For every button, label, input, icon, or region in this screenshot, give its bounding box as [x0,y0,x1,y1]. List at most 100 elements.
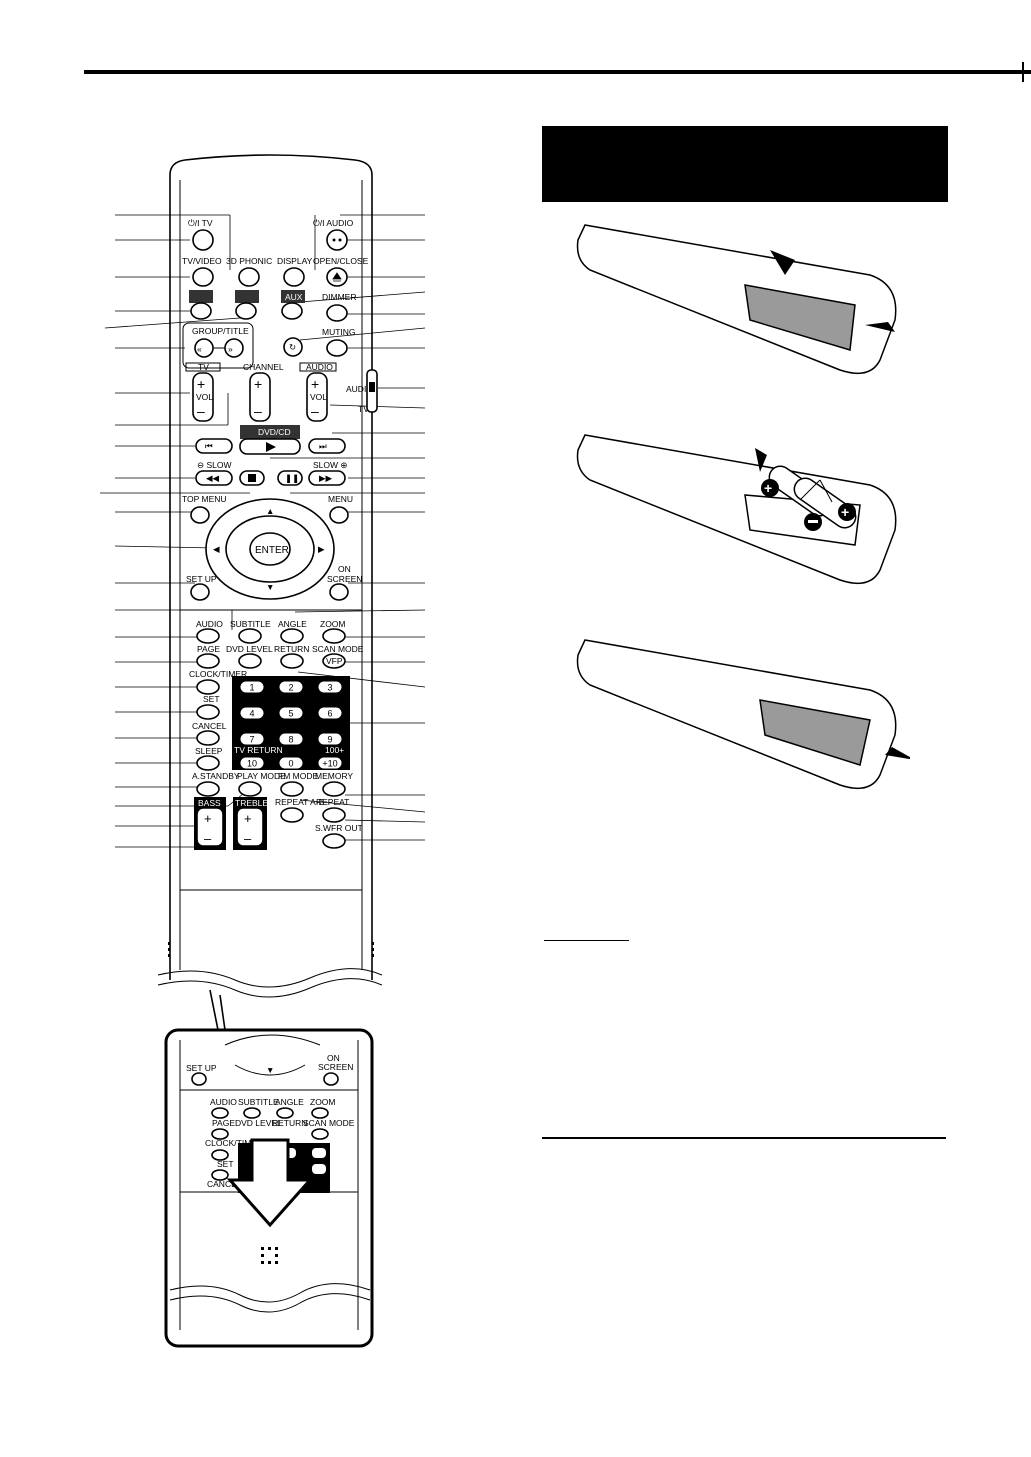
polarity-leader [819,479,833,503]
keypad-key-8[interactable] [278,732,304,746]
tv-return-label: TV RETURN [234,745,283,755]
cancel-button[interactable] [196,730,220,746]
speaker-grille-icon [261,1247,278,1264]
callout-subtitle-button [243,1107,261,1119]
keypad-key-9[interactable] [317,732,343,746]
keypad-key-10[interactable] [239,756,265,770]
rewind-button[interactable] [195,470,233,486]
section-title-box [542,126,948,202]
pause-button[interactable] [277,470,303,486]
callout-down-arrow-icon: ▼ [266,1065,274,1075]
return-button[interactable] [280,653,304,669]
aux-button[interactable] [281,302,303,320]
bass-rocker[interactable] [196,807,224,847]
keypad-key-6[interactable] [317,706,343,720]
a-standby-label: A.STANDBY [192,771,240,781]
skip-forward-button[interactable] [308,438,346,454]
keypad-key-label: 2 [288,683,293,693]
source-button-2[interactable] [235,302,257,320]
swfr-out-button[interactable] [322,833,346,849]
display-button[interactable] [283,267,305,287]
keypad-key-7[interactable] [239,732,265,746]
tv-video-button[interactable] [192,267,214,287]
memory-button[interactable] [322,781,346,797]
audio-volume-rocker[interactable] [306,372,328,422]
subtitle-button[interactable] [238,628,262,644]
callout-clock-timer-label: CLOCK/TIMER [205,1138,263,1148]
aux-label: AUX [285,292,303,302]
sleep-label: SLEEP [195,746,223,756]
play-mode-button[interactable] [238,781,262,797]
power-tv-button[interactable] [192,229,214,251]
callout-angle-label: ANGLE [275,1097,304,1107]
dvd-level-button[interactable] [238,653,262,669]
grip-dots [168,942,374,957]
right-arrow-icon[interactable]: ▶ [318,544,325,554]
keypad-key-0[interactable] [278,756,304,770]
skip-back-icon: ⏮ [205,441,213,451]
phonic-button[interactable] [238,267,260,287]
skip-forward-icon: ⏭ [319,441,327,451]
enter-button[interactable] [249,532,291,566]
battery-step-3-illustration [576,639,910,790]
hundred-plus-label: 100+ [325,745,344,755]
keypad-key-3[interactable] [317,680,343,694]
vfp-button[interactable] [322,653,346,669]
source-button-1[interactable] [190,302,212,320]
keypad-key-label: 5 [288,709,293,719]
treble-rocker[interactable] [236,807,264,847]
set-button[interactable] [196,704,220,720]
tv-tag-label: TV [198,362,209,372]
skip-back-button[interactable] [195,438,233,454]
fast-forward-icon: ▶▶ [319,473,333,483]
source-label-plate [235,290,259,303]
left-arrow-icon[interactable]: ◀ [213,544,220,554]
power-audio-dot-icon [332,238,336,242]
muting-button[interactable] [326,339,348,357]
dimmer-button[interactable] [326,304,348,322]
tv-volume-rocker[interactable] [192,372,214,422]
header-rule [84,70,1031,74]
menu-button[interactable] [329,506,349,524]
keypad-key-+10[interactable] [317,756,343,770]
set-up-button[interactable] [190,583,210,601]
fm-mode-button[interactable] [280,781,304,797]
up-arrow-icon[interactable]: ▲ [266,506,274,516]
slow-plus-label: SLOW ⊕ [313,460,348,470]
angle-button[interactable] [280,628,304,644]
play-icon [266,442,276,452]
zoom-button[interactable] [322,628,346,644]
minus-icon: – [204,831,212,846]
sleep-button[interactable] [196,755,220,771]
down-arrow-icon[interactable]: ▼ [266,582,274,592]
audio-button[interactable] [196,628,220,644]
on-screen-button[interactable] [329,583,349,601]
plus-icon: + [197,376,205,392]
clock-timer-button[interactable] [196,679,220,695]
power-audio-button[interactable] [326,229,348,251]
keypad-key-1[interactable] [239,680,265,694]
dimmer-label: DIMMER [322,292,356,302]
slow-minus-label: ⊖ SLOW [197,460,232,470]
fast-forward-button[interactable] [308,470,346,486]
repeat-button[interactable] [322,807,346,823]
memory-label: MEMORY [315,771,353,781]
minus-icon: – [254,403,262,419]
battery-cover [744,284,856,351]
keypad-key-5[interactable] [278,706,304,720]
callout-screen-label: SCREEN [318,1062,353,1072]
keypad-key-2[interactable] [278,680,304,694]
callout-audio-button [211,1107,229,1119]
keypad-key-label: +10 [322,759,337,769]
keypad-key-4[interactable] [239,706,265,720]
keypad-key-label: 10 [247,759,257,769]
return-circle-button[interactable] [283,337,303,357]
power-audio-dot-icon [338,238,342,242]
channel-rocker[interactable] [249,372,271,422]
zoom-label: ZOOM [320,619,346,629]
page-button[interactable] [196,653,220,669]
repeat-ab-button[interactable] [280,807,304,823]
a-standby-button[interactable] [196,781,220,797]
callout-audio-label: AUDIO [210,1097,237,1107]
top-menu-button[interactable] [190,506,210,524]
